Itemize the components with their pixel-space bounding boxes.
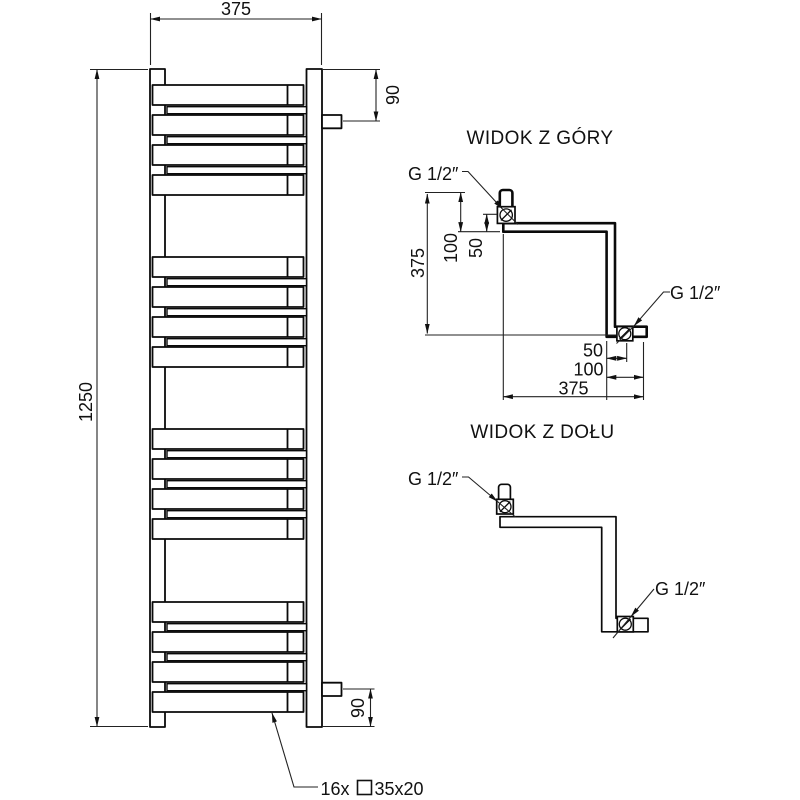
back-tube <box>166 308 308 317</box>
towel-bar <box>151 661 305 683</box>
tube-note-profile: 35x20 <box>375 779 424 799</box>
back-tube <box>166 683 308 692</box>
bottom-view-tube-profile <box>499 515 649 633</box>
dim-top-connection-label: 90 <box>383 85 403 105</box>
top-view-title: WIDOK Z GÓRY <box>467 127 614 149</box>
towel-bar <box>151 488 305 510</box>
back-tube <box>166 480 308 489</box>
back-tube <box>166 105 308 115</box>
right-collector <box>305 68 323 728</box>
towel-bar <box>151 346 305 368</box>
dim-depth-label: 375 <box>408 248 428 278</box>
tube-note-count: 16x <box>321 779 350 799</box>
towel-bar <box>151 144 305 166</box>
towel-bar <box>151 691 305 713</box>
dim-100-label: 100 <box>441 233 461 263</box>
back-tube <box>166 623 308 632</box>
connection-label: G 1/2″ <box>655 579 706 599</box>
top-view-tube-profile <box>502 221 648 339</box>
bottom-connection-stub <box>321 681 343 697</box>
towel-bar <box>151 518 305 540</box>
back-tube <box>166 510 308 519</box>
dim-height: 1250 <box>76 68 148 728</box>
towel-bar <box>151 316 305 338</box>
back-tube <box>166 135 308 145</box>
bottom-view: WIDOK Z DOŁU G 1/2″ G 1/2″ <box>408 422 706 639</box>
dim-top-connection: 90 <box>323 68 403 122</box>
dim-bwidth-label: 375 <box>558 379 588 399</box>
dim-height-label: 1250 <box>76 382 96 422</box>
dim-50-label: 50 <box>466 238 486 258</box>
towel-bar <box>151 428 305 450</box>
tube-profile-note: 16x 35x20 <box>271 712 424 799</box>
back-tube <box>166 278 308 287</box>
bottom-view-connection-left: G 1/2″ <box>408 469 516 518</box>
top-view: WIDOK Z GÓRY G 1/2″ G 1/2″ <box>408 127 721 400</box>
top-view-dims-left: 375 100 50 <box>408 191 616 336</box>
top-view-left-fitting <box>496 205 516 225</box>
back-tube <box>166 450 308 459</box>
towel-bar <box>151 286 305 308</box>
back-tube <box>166 653 308 662</box>
top-view-connection-right: G 1/2″ <box>616 283 721 344</box>
dim-bottom-connection-label: 90 <box>348 698 368 718</box>
dim-b50-label: 50 <box>583 341 603 361</box>
towel-bar <box>151 84 305 106</box>
dim-b100-label: 100 <box>573 359 603 379</box>
back-tube <box>166 165 308 175</box>
front-view: 375 1250 90 90 16x 35x20 <box>76 0 424 799</box>
bottom-view-left-fitting <box>495 498 515 515</box>
towel-bar <box>151 601 305 623</box>
dim-width-label: 375 <box>221 0 251 19</box>
bottom-view-title: WIDOK Z DOŁU <box>470 422 614 443</box>
towel-bars <box>151 84 305 713</box>
dim-bottom-connection: 90 <box>323 688 375 728</box>
top-view-right-fitting <box>616 325 634 342</box>
dim-width: 375 <box>149 0 323 65</box>
back-tube <box>166 338 308 347</box>
connection-label: G 1/2″ <box>670 283 721 303</box>
towel-bar <box>151 114 305 136</box>
top-connection-stub <box>321 114 343 130</box>
bottom-view-connection-right: G 1/2″ <box>612 579 706 639</box>
square-profile-icon <box>356 779 373 796</box>
towel-bar <box>151 256 305 278</box>
left-collector <box>149 68 166 728</box>
towel-bar <box>151 631 305 653</box>
connection-label: G 1/2″ <box>408 469 459 489</box>
towel-bar <box>151 174 305 196</box>
top-view-connection-left: G 1/2″ <box>408 164 519 225</box>
towel-bar <box>151 458 305 480</box>
connection-label: G 1/2″ <box>408 164 459 184</box>
top-view-dims-bottom: 50 100 375 <box>502 234 645 400</box>
